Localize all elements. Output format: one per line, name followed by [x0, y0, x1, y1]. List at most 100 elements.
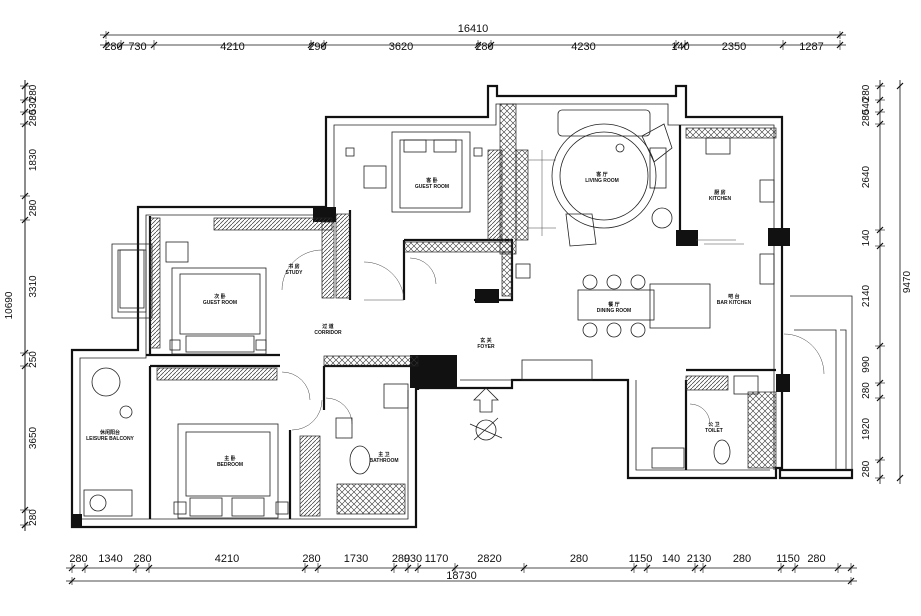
toilet-cn: 公 卫 [708, 421, 719, 428]
top-dim-segment-label: 730 [128, 41, 146, 53]
left-dim-total-label: 10690 [4, 291, 15, 319]
room-label-kitchen: 厨 房 KITCHEN [709, 189, 732, 202]
room-label-study: 书 房 STUDY [286, 263, 304, 276]
guest-room-left-cn: 次 卧 [214, 293, 225, 300]
bottom-dim-segment-label: 280 [69, 553, 87, 565]
bar-cn: 吧 台 [728, 293, 739, 300]
right-dim-segment-label: 990 [861, 356, 872, 373]
bathroom-en: BATHROOM [369, 458, 398, 464]
top-dim-segment-label: 290 [308, 41, 326, 53]
left-dim-segment-label: 3650 [28, 426, 39, 449]
right-dim-segment-label: 2140 [861, 284, 872, 307]
guest-room-top-cn: 客 卧 [425, 177, 437, 184]
bottom-dim-segment-label: 1170 [425, 553, 449, 565]
bottom-dim-segment-label: 930 [404, 553, 422, 565]
top-dim-total-label: 16410 [458, 23, 489, 35]
room-label-corridor: 过 道 CORRIDOR [314, 323, 342, 336]
right-dim-segment-label: 280 [861, 460, 872, 477]
toilet-fixtures [651, 375, 759, 469]
leisure-en: LEISURE BALCONY [86, 436, 134, 442]
study-en: STUDY [286, 270, 304, 276]
kitchen-en: KITCHEN [709, 196, 732, 202]
bottom-dim-segment-label: 4210 [215, 553, 239, 565]
structural-columns [72, 207, 790, 527]
room-label-toilet: 公 卫 TOILET [705, 421, 723, 434]
guest-room-left-en: GUEST ROOM [203, 300, 237, 306]
foyer-en: FOYER [477, 344, 495, 350]
kitchen-fixtures [705, 137, 775, 285]
guest-room-top-en: GUEST ROOM [415, 184, 449, 190]
kitchen-cn: 厨 房 [714, 189, 725, 196]
top-dim-segment-label: 1287 [799, 41, 823, 53]
bottom-dim-segment-label: 1340 [98, 553, 122, 565]
dining-table [577, 274, 655, 338]
right-dim-segment-label: 140 [861, 229, 872, 246]
guest-room-top-bed [345, 131, 483, 213]
corridor-cn: 过 道 [322, 323, 333, 330]
bottom-dim-segment-label: 280 [133, 553, 151, 565]
room-label-bar: 吧 台 BAR KITCHEN [717, 293, 752, 306]
master-bedroom-bed [173, 423, 289, 519]
left-dim-segment-label: 280 [28, 199, 39, 216]
room-label-guest-room-top: 客 卧 GUEST ROOM [415, 177, 449, 190]
bottom-dim-total-label: 18730 [446, 570, 477, 582]
right-dim-segment-label: 280 [861, 109, 872, 126]
bottom-dim-segment-label: 280 [733, 553, 751, 565]
living-room-en: LIVING ROOM [585, 178, 619, 184]
bottom-dim-segment-label: 2130 [687, 553, 711, 565]
bedroom-cn: 主 卧 [224, 455, 235, 462]
door-swings [281, 150, 825, 431]
room-label-bedroom: 主 卧 BEDROOM [217, 455, 243, 468]
bottom-dim-segment-label: 280 [392, 553, 410, 565]
bottom-dim-segment-label: 280 [570, 553, 588, 565]
room-label-leisure: 休闲阳台 LEISURE BALCONY [86, 429, 134, 442]
bottom-dim-segment-label: 280 [302, 553, 320, 565]
entrance-arrow [469, 387, 503, 441]
corridor-en: CORRIDOR [314, 330, 342, 336]
room-labels: 客 厅 LIVING ROOM 客 卧 GUEST ROOM 书 房 STUDY… [86, 171, 751, 468]
bathroom-cn: 主 卫 [378, 451, 389, 458]
bottom-dim-segment-label: 1730 [344, 553, 368, 565]
room-label-bathroom: 主 卫 BATHROOM [369, 451, 398, 464]
bottom-dim-segment-label: 2820 [477, 553, 501, 565]
top-dim-segment-label: 2350 [722, 41, 746, 53]
right-dim-segment-label: 280 [861, 84, 872, 101]
study-furniture [165, 241, 267, 355]
left-dim-segment-label: 280 [28, 109, 39, 126]
dining-cn: 餐 厅 [607, 301, 619, 308]
bottom-dim-segment-label: 1150 [776, 553, 800, 565]
left-dim-segment-label: 530 [28, 97, 39, 114]
leisure-cn: 休闲阳台 [99, 429, 120, 436]
left-dim-segment-label: 280 [28, 509, 39, 526]
right-dim-segment-label: 1920 [861, 417, 872, 440]
cabinets-and-partitions [149, 103, 777, 517]
bar-en: BAR KITCHEN [717, 300, 752, 306]
bottom-dim-segment-label: 280 [807, 553, 825, 565]
top-dim-segment-label: 280 [104, 41, 122, 53]
foyer-cn: 玄 关 [480, 337, 491, 344]
left-dim-segment-label: 250 [28, 351, 39, 368]
interior-walls [146, 125, 776, 519]
room-label-foyer: 玄 关 FOYER [477, 337, 495, 350]
leisure-balcony-furniture [83, 249, 145, 517]
top-dim-segment-label: 3620 [389, 41, 413, 53]
bathroom-fixtures [335, 383, 409, 475]
living-room-furniture [515, 109, 673, 279]
study-cn: 书 房 [288, 263, 299, 270]
furniture [83, 109, 775, 519]
living-room-cn: 客 厅 [595, 171, 607, 178]
dining-en: DINING ROOM [597, 308, 631, 314]
left-dim-segment-label: 280 [28, 84, 39, 101]
right-dim-segment-label: 280 [861, 382, 872, 399]
top-dim-segment-label: 4210 [220, 41, 244, 53]
bottom-dim-segment-label: 140 [662, 553, 680, 565]
top-dim-segment-label: 280 [475, 41, 493, 53]
room-label-dining: 餐 厅 DINING ROOM [597, 301, 631, 314]
right-dim-segment-label: 540 [861, 97, 872, 114]
